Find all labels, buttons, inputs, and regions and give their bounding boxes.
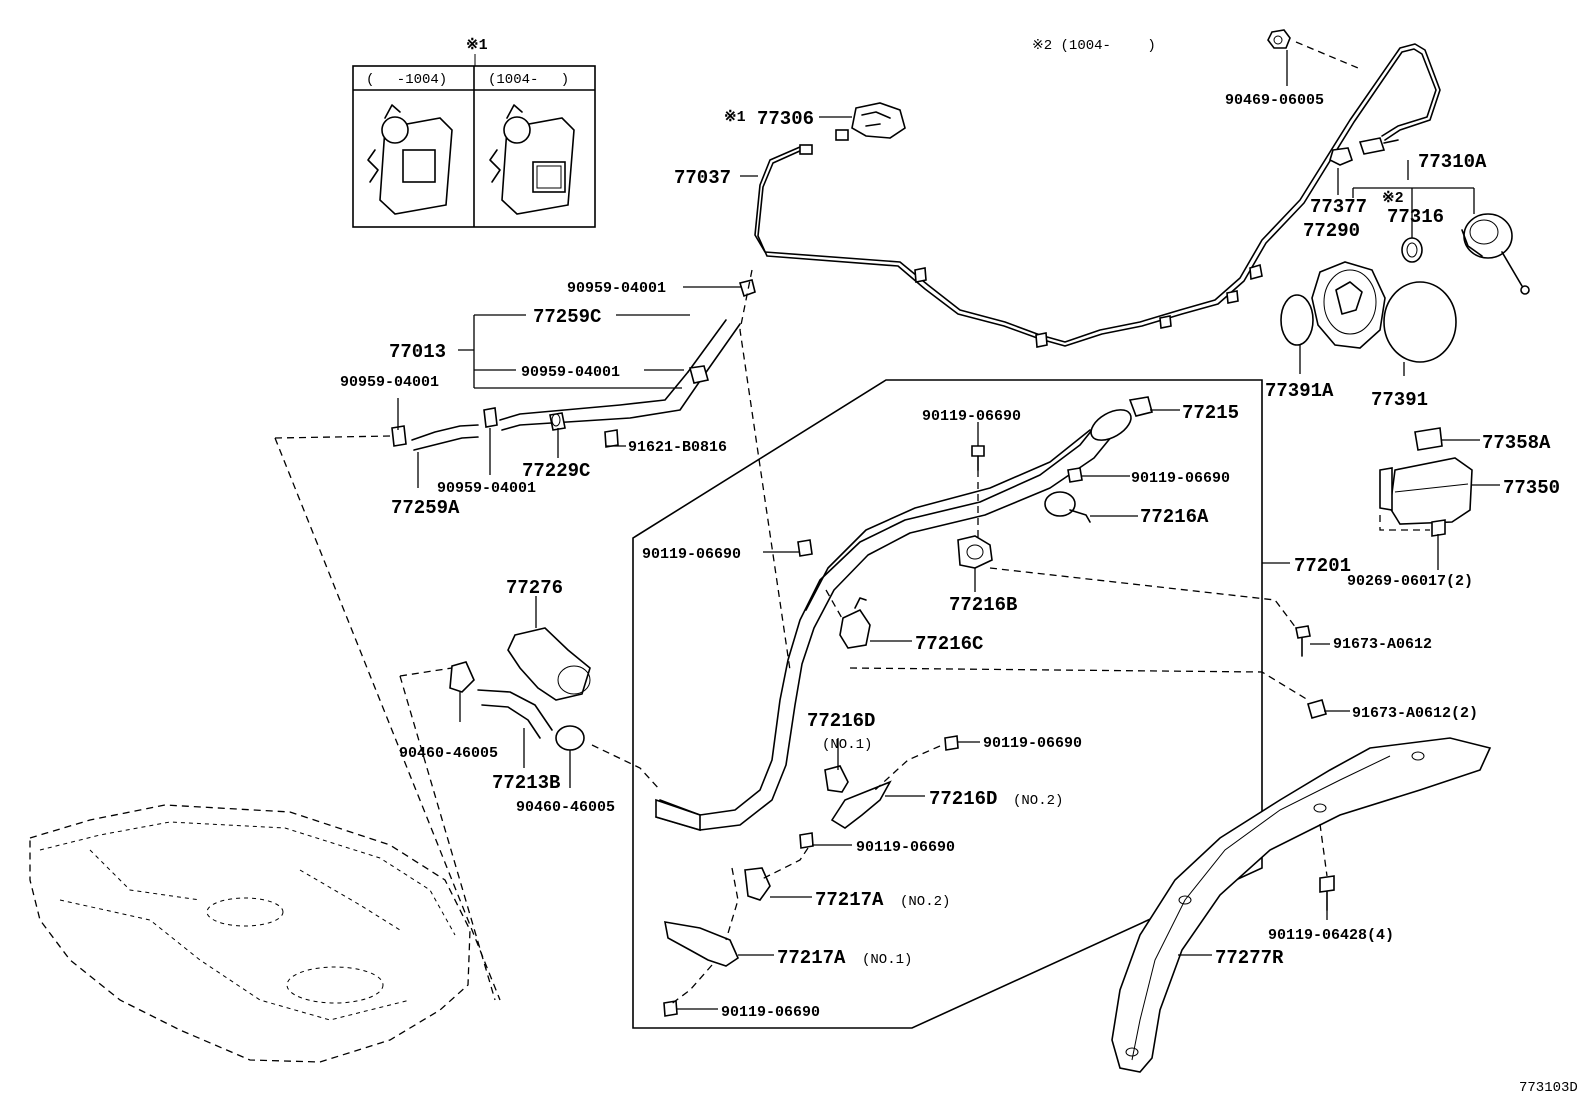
cap-gasket <box>1401 237 1423 263</box>
inset-col-left: ( -1004) <box>366 72 447 88</box>
label-77290: 77290 <box>1303 220 1360 242</box>
clamp-77216a <box>1044 491 1091 523</box>
header-note: ※2 (1004- ) <box>1032 38 1156 54</box>
label-90119-06690-e: 90119-06690 <box>856 839 955 856</box>
leader-lines <box>397 50 1500 1010</box>
label-77217a-no1: 77217A <box>777 947 846 969</box>
bracket-77217a-no1 <box>664 921 740 967</box>
label-90119-06690-f: 90119-06690 <box>721 1004 820 1021</box>
label-90119-06428: 90119-06428(4) <box>1268 927 1394 944</box>
inlet-hoses <box>449 627 591 751</box>
bolts-filler-pipe <box>663 445 1083 1017</box>
label-77216b: 77216B <box>949 594 1017 616</box>
part-labels: ※1 77306 77037 90469-06005 77310A 77377 … <box>340 92 1560 1021</box>
inset-note: ※1 <box>466 37 488 54</box>
label-77259c: 77259C <box>533 306 601 328</box>
fuel-filler-cap <box>1461 213 1530 295</box>
label-77316-mark: ※2 <box>1382 190 1404 207</box>
inset-variant-box: ※1 ( -1004) (1004- ) <box>352 37 596 228</box>
label-90119-06690-a: 90119-06690 <box>922 408 1021 425</box>
label-77306-mark: ※1 <box>724 109 746 126</box>
ring-77391 <box>1383 281 1457 363</box>
label-77259a: 77259A <box>391 497 460 519</box>
label-77216d: 77216D <box>807 710 875 732</box>
label-90119-06690-b: 90119-06690 <box>1131 470 1230 487</box>
bracket-77217a-no2 <box>744 867 771 901</box>
label-90119-06690-d: 90119-06690 <box>983 735 1082 752</box>
label-77377: 77377 <box>1310 196 1367 218</box>
label-77391a: 77391A <box>1265 380 1334 402</box>
label-77217a-no1-note: (NO.1) <box>862 952 912 968</box>
opener-cable-assembly <box>754 43 1441 348</box>
fuel-lid-lock-actuator <box>799 102 906 155</box>
clip-77215 <box>1128 396 1153 417</box>
label-77229c: 77229C <box>522 460 590 482</box>
label-77201: 77201 <box>1294 555 1351 577</box>
ring-77391a <box>1280 294 1314 346</box>
fuel-tank <box>29 804 471 1063</box>
label-77316: 77316 <box>1387 206 1444 228</box>
filler-protector-77277r <box>1111 737 1492 1073</box>
label-77216a: 77216A <box>1140 506 1209 528</box>
label-77216d-no2-note: (NO.2) <box>1013 793 1063 809</box>
label-77306: 77306 <box>757 108 814 130</box>
label-77358a: 77358A <box>1482 432 1551 454</box>
label-77037: 77037 <box>674 167 731 189</box>
bracket-77216d-no2 <box>830 780 892 829</box>
label-77217a-no2-note: (NO.2) <box>900 894 950 910</box>
label-77216c: 77216C <box>915 633 983 655</box>
cable-grommet <box>1267 29 1291 49</box>
label-77277r: 77277R <box>1215 947 1284 969</box>
fuel-lid <box>1379 427 1473 537</box>
inset-left-part <box>367 104 453 215</box>
label-77310a: 77310A <box>1418 151 1487 173</box>
label-77350: 77350 <box>1503 477 1560 499</box>
label-77276: 77276 <box>506 577 563 599</box>
inset-right-part <box>489 104 575 215</box>
bolts-91673 <box>1295 625 1327 719</box>
label-91673-a0612-2: 91673-A0612(2) <box>1352 705 1478 722</box>
label-77215: 77215 <box>1182 402 1239 424</box>
filler-pipe-frame <box>632 379 1263 1029</box>
label-90469-06005: 90469-06005 <box>1225 92 1324 109</box>
label-77213b: 77213B <box>492 772 560 794</box>
label-77217a-no2: 77217A <box>815 889 884 911</box>
fuel-filler-pipe <box>655 409 1132 832</box>
label-90269-06017: 90269-06017(2) <box>1347 573 1473 590</box>
label-90959-04001-bot: 90959-04001 <box>437 480 536 497</box>
cable-end-fitting <box>1329 137 1399 166</box>
label-90119-06690-c: 90119-06690 <box>642 546 741 563</box>
label-91621-b0816: 91621-B0816 <box>628 439 727 456</box>
bracket-77216d-no1 <box>824 765 849 793</box>
label-90460-46005-a: 90460-46005 <box>399 745 498 762</box>
inset-col-right: (1004- ) <box>488 72 569 88</box>
diagram-code: 773103D <box>1519 1080 1578 1096</box>
label-90959-04001-mid: 90959-04001 <box>521 364 620 381</box>
label-91673-a0612: 91673-A0612 <box>1333 636 1432 653</box>
reference-lines <box>274 41 1430 1006</box>
label-77216d-no1: (NO.1) <box>822 737 872 753</box>
label-77013: 77013 <box>389 341 446 363</box>
label-90460-46005-b: 90460-46005 <box>516 799 615 816</box>
bracket-77216c <box>839 597 871 649</box>
vent-hose-assembly <box>391 279 756 451</box>
bracket-77216b <box>957 535 993 569</box>
filler-neck-housing <box>1311 261 1386 349</box>
label-77391: 77391 <box>1371 389 1428 411</box>
label-77216d-no2: 77216D <box>929 788 997 810</box>
label-90959-04001-left: 90959-04001 <box>340 374 439 391</box>
label-90959-04001-top: 90959-04001 <box>567 280 666 297</box>
